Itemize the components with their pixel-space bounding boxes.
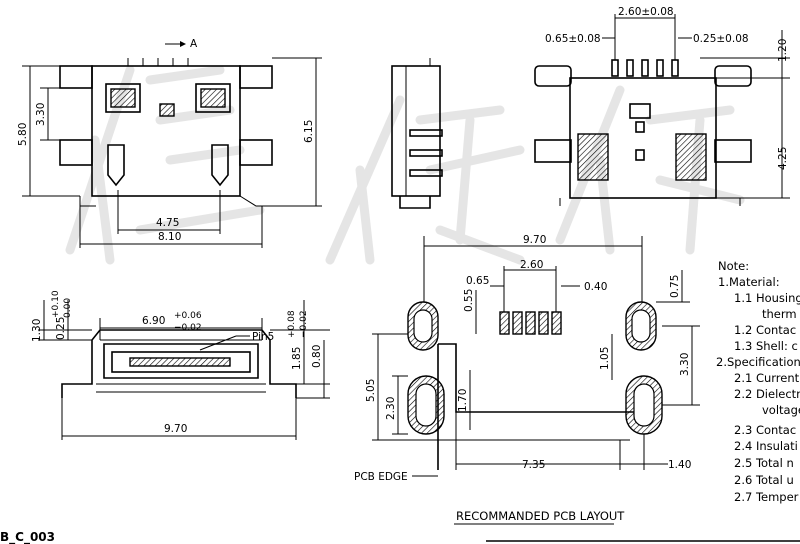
notes-line: voltage	[762, 403, 800, 417]
section-arrow-label: A	[190, 38, 198, 50]
dim-height-inner: 3.30	[35, 103, 47, 126]
pcb-layout: 9.70 2.60 0.65 0.40 0.55 0.75 1.05 3.30 …	[354, 234, 700, 525]
front-view: 6.90 +0.06 −0.02 1.30 0.25 +0.10 0.00 1.…	[31, 290, 330, 440]
dim-left-height: 1.30	[31, 319, 43, 342]
dim-opening-tol-hi: +0.06	[174, 311, 202, 321]
pin5-label: Pin5	[252, 331, 274, 343]
dim-right-small: 0.80	[311, 345, 323, 368]
pcb-dim-505: 5.05	[365, 379, 377, 402]
pcb-layout-title: RECOMMANDED PCB LAYOUT	[456, 509, 625, 523]
notes-line: 2.Specification	[716, 355, 800, 369]
dim-height-right: 6.15	[303, 120, 315, 143]
notes-title: Note:	[718, 259, 749, 273]
dim-right-tol-hi: +0.08	[287, 310, 297, 338]
pcb-dim-055: 0.55	[463, 289, 475, 312]
dim-opening-main: 6.90	[142, 315, 165, 327]
notes-line: 1.1 Housing	[734, 291, 800, 305]
pcb-dim-140: 1.40	[668, 459, 691, 471]
pcb-dim-105: 1.05	[599, 347, 611, 370]
dim-right-main: 1.85	[291, 347, 303, 370]
side-view	[391, 58, 443, 209]
notes-block: Note: 1.Material: 1.1 Housing therm 1.2 …	[716, 259, 800, 504]
dim-front-width: 9.70	[164, 423, 187, 435]
dim-height-total: 5.80	[17, 123, 29, 146]
notes-line: 2.4 Insulati	[734, 439, 798, 453]
top-view: A 5.80 3.30 6.15 4.75 8.10	[17, 38, 322, 248]
dim-left-tol-lo: 0.00	[63, 298, 73, 318]
pcb-dim-230: 2.30	[385, 397, 397, 420]
notes-line: 2.5 Total n	[734, 456, 794, 470]
dim-left-main: 0.25	[55, 317, 67, 340]
rear-view: 2.60±0.08 0.65±0.08 0.25±0.08 1.20 4.25	[534, 6, 790, 206]
notes-line: 1.Material:	[718, 275, 780, 289]
dim-width-inner: 4.75	[156, 217, 179, 229]
notes-line: 2.2 Dielectr	[734, 387, 800, 401]
dim-right-height: 4.25	[777, 147, 789, 170]
pcb-dim-pad-width: 0.40	[584, 281, 607, 293]
notes-line: 1.3 Shell: c	[734, 339, 798, 353]
dim-width-outer: 8.10	[158, 231, 181, 243]
notes-line: 2.7 Temper	[734, 490, 799, 504]
pcb-dim-pitch: 2.60	[520, 259, 543, 271]
dim-right-tol-lo: −0.02	[299, 310, 309, 338]
pcb-dim-330: 3.30	[679, 353, 691, 376]
dim-pin-width: 0.25±0.08	[693, 33, 749, 45]
dim-pitch-span: 2.60±0.08	[618, 6, 674, 18]
pcb-dim-left-offset: 0.65	[466, 275, 489, 287]
dim-left-tol-hi: +0.10	[51, 290, 61, 318]
dim-pin-offset: 0.65±0.08	[545, 33, 601, 45]
notes-line: 2.6 Total u	[734, 473, 794, 487]
footer-fragment: B_C_003	[0, 530, 55, 544]
pcb-edge-label: PCB EDGE	[354, 471, 408, 483]
notes-line: 2.1 Current	[734, 371, 800, 385]
pcb-dim-075: 0.75	[669, 275, 681, 298]
notes-line: therm	[762, 307, 797, 321]
pcb-dim-overall: 9.70	[523, 234, 546, 246]
notes-line: 1.2 Contac	[734, 323, 796, 337]
pcb-dim-735: 7.35	[522, 459, 545, 471]
dim-top-right: 1.20	[777, 39, 789, 62]
pcb-dim-170: 1.70	[457, 389, 469, 412]
notes-line: 2.3 Contac	[734, 423, 796, 437]
dim-opening-tol-lo: −0.02	[174, 323, 202, 333]
